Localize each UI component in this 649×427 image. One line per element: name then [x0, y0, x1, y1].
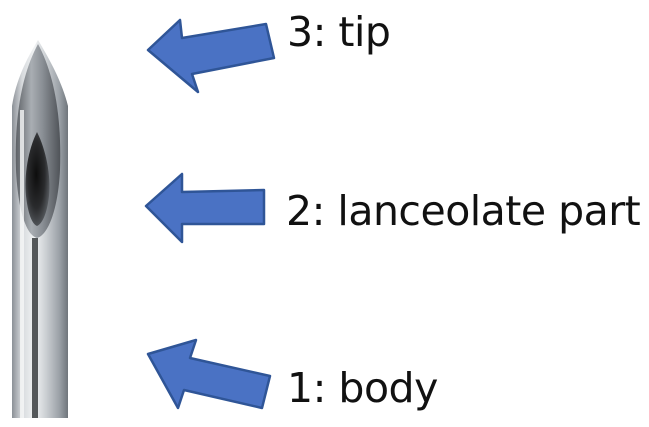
arrow-icon — [148, 20, 274, 92]
needle — [12, 40, 68, 418]
arrow-icon — [146, 174, 264, 242]
arrow-lanceolate — [146, 174, 264, 242]
arrow-tip — [148, 20, 274, 92]
arrow-body — [148, 340, 270, 408]
label-tip: 3: tip — [287, 12, 390, 53]
label-lanceolate-part: 2: lanceolate part — [286, 191, 640, 232]
label-body: 1: body — [287, 368, 438, 409]
arrow-icon — [148, 340, 270, 408]
